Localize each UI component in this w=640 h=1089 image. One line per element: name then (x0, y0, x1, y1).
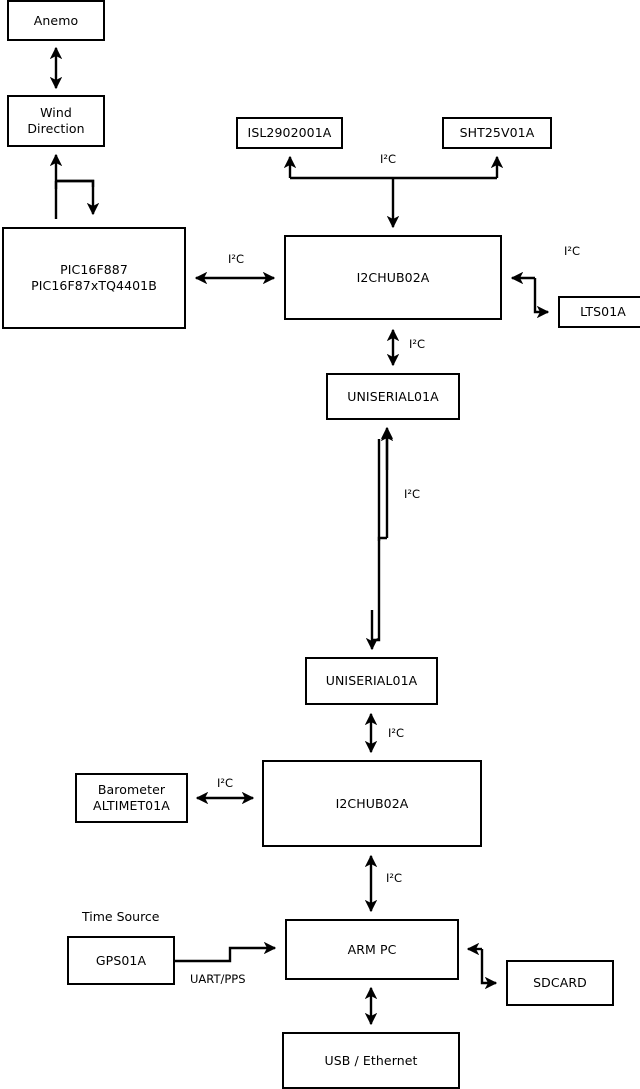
wire-wind-pic (54, 179, 95, 219)
node-barometer[interactable]: Barometer ALTIMET01A (75, 773, 188, 823)
node-sht25v01a[interactable]: SHT25V01A (442, 117, 552, 149)
node-i2chub02a-bottom[interactable]: I2CHUB02A (262, 760, 482, 847)
node-i2chub02a-bottom-label: I2CHUB02A (335, 795, 409, 811)
node-gps01a-label: GPS01A (95, 952, 147, 968)
node-lts01a-label: LTS01A (580, 304, 626, 320)
node-wind-direction-label: Wind Direction (27, 105, 85, 136)
node-usb-ethernet[interactable]: USB / Ethernet (282, 1032, 460, 1089)
node-lts01a[interactable]: LTS01A (558, 296, 640, 328)
node-uniserial01a-upper-label: UNISERIAL01A (347, 388, 439, 404)
node-arm-pc-label: ARM PC (347, 941, 397, 957)
node-i2chub02a-top-label: I2CHUB02A (356, 269, 430, 285)
node-gps01a[interactable]: GPS01A (67, 936, 175, 985)
label-time-source: Time Source (82, 909, 160, 924)
node-uniserial01a-lower[interactable]: UNISERIAL01A (305, 657, 438, 705)
node-sdcard-label: SDCARD (533, 975, 587, 991)
node-anemo-label: Anemo (33, 12, 79, 28)
node-arm-pc[interactable]: ARM PC (285, 919, 459, 980)
edge-label-i2c-hub-armpc: I²C (386, 871, 403, 885)
node-i2chub02a-top[interactable]: I2CHUB02A (284, 235, 502, 320)
node-isl2902001a-label: ISL2902001A (247, 125, 332, 141)
edge-label-i2c-long-link: I²C (404, 487, 421, 501)
edge-label-i2c-sensor-bus: I²C (380, 152, 397, 166)
node-uniserial01a-upper[interactable]: UNISERIAL01A (326, 373, 460, 420)
node-uniserial01a-lower-label: UNISERIAL01A (325, 673, 418, 689)
wire-arm-sdcard (480, 949, 498, 990)
edge-label-i2c-lts: I²C (564, 244, 581, 258)
edge-label-i2c-pic-hub: I²C (228, 252, 245, 266)
node-anemo[interactable]: Anemo (7, 0, 105, 41)
node-pic-mcu-label: PIC16F887 PIC16F87xTQ4401B (31, 262, 157, 293)
edge-label-uart-pps: UART/PPS (190, 972, 246, 986)
edge-label-i2c-uniserial-hub: I²C (388, 726, 405, 740)
node-sdcard[interactable]: SDCARD (506, 960, 614, 1006)
node-barometer-label: Barometer ALTIMET01A (93, 782, 170, 813)
node-wind-direction[interactable]: Wind Direction (7, 95, 105, 147)
edge-label-i2c-hub-uniserial: I²C (409, 337, 426, 351)
node-usb-ethernet-label: USB / Ethernet (324, 1052, 418, 1068)
node-sht25v01a-label: SHT25V01A (459, 125, 535, 141)
wire-hubtop-lts (533, 278, 550, 319)
wire-gps-arm (175, 941, 277, 963)
node-isl2902001a[interactable]: ISL2902001A (236, 117, 343, 149)
edge-label-i2c-barometer: I²C (217, 776, 234, 790)
node-pic-mcu[interactable]: PIC16F887 PIC16F87xTQ4401B (2, 227, 186, 329)
